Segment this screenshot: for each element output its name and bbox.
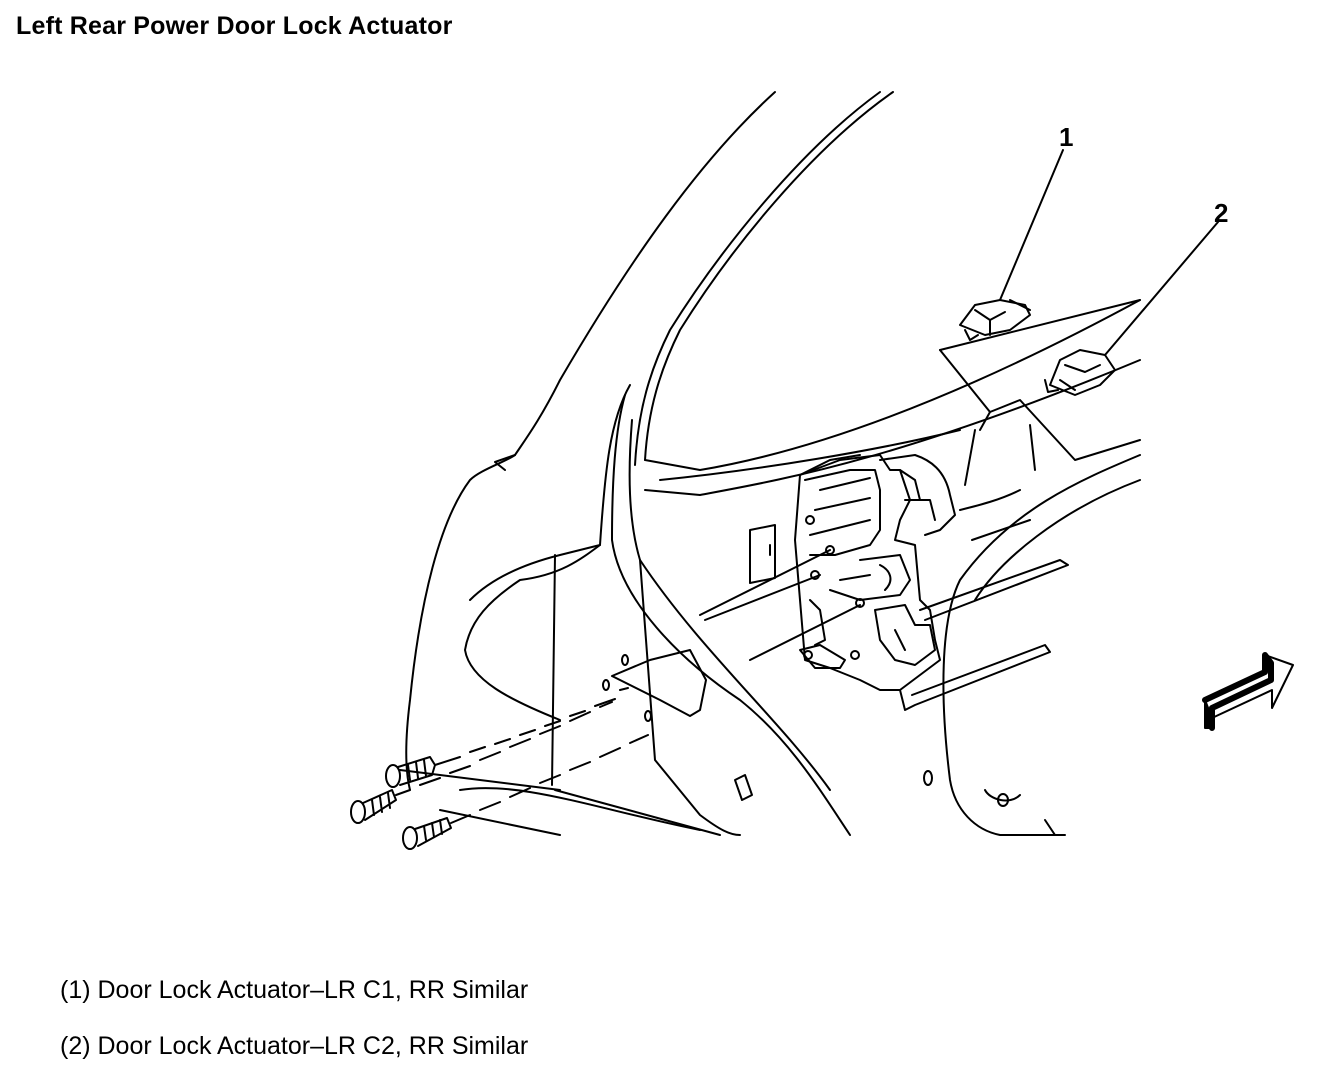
connector-c2 [1045,350,1115,395]
screw-middle [351,702,612,823]
door-lock-actuator [795,455,955,690]
actuator-rods [700,490,1068,710]
leader-line-1 [1000,150,1063,300]
connector-c1 [960,300,1030,340]
inner-door-panel [735,300,1140,835]
leader-line-2 [1105,222,1218,355]
diagram-title: Left Rear Power Door Lock Actuator [16,12,453,40]
door-frame-outline [400,92,1140,835]
callout-number-2: 2 [1214,198,1228,228]
callout-legend: (1) Door Lock Actuator–LR C1, RR Similar… [60,962,528,1074]
screw-bottom [403,735,648,849]
screw-top [386,688,628,787]
legend-item-1: (1) Door Lock Actuator–LR C1, RR Similar [60,976,529,1004]
screws [351,650,706,849]
callout-number-1: 1 [1059,122,1073,152]
legend-item-2: (2) Door Lock Actuator–LR C2, RR Similar [60,1032,529,1060]
front-direction-arrow-icon [1205,655,1293,728]
callout-leaders [1000,150,1218,355]
